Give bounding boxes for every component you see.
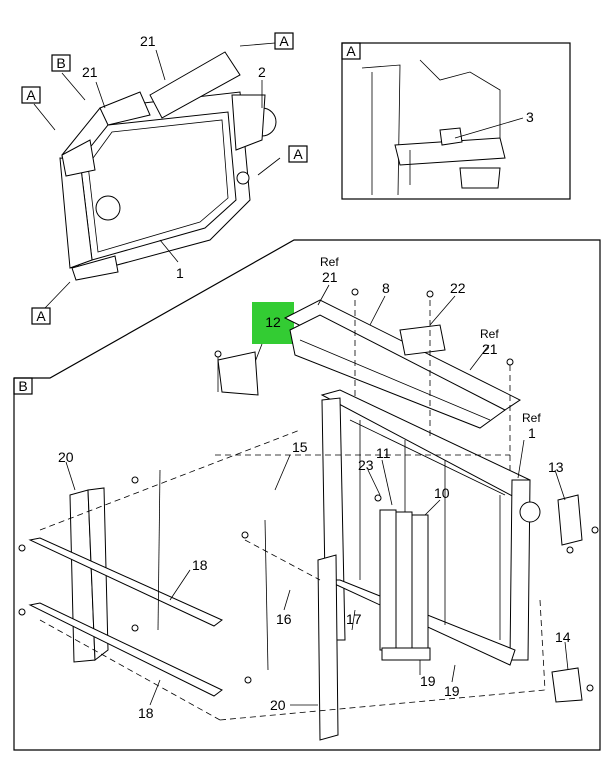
callout-ref21-b-num: 21 <box>482 341 498 357</box>
callout-19-b: 19 <box>444 683 460 699</box>
leader-lines-detail <box>65 284 569 706</box>
callout-18-upper: 18 <box>192 557 208 573</box>
callout-1-overview: 1 <box>176 265 184 281</box>
cooler-stack <box>379 509 431 661</box>
callout-8: 8 <box>382 280 390 296</box>
view-tag-a-4: A <box>36 308 46 324</box>
callout-11: 11 <box>376 445 391 461</box>
view-tag-inset-a: A <box>346 43 356 59</box>
callout-18-lower: 18 <box>138 705 154 721</box>
callouts-detail: Ref 21 8 22 Ref 21 Ref 1 20 15 23 11 10 … <box>58 255 571 721</box>
view-tag-a-3: A <box>293 146 303 162</box>
left-side-parts <box>28 469 269 697</box>
view-tag-b-1: B <box>56 55 65 71</box>
callout-19-a: 19 <box>420 673 436 689</box>
callouts-overview: 21 21 2 1 <box>82 33 266 281</box>
callout-21-top: 21 <box>140 33 156 49</box>
callout-12: 12 <box>265 314 281 330</box>
callout-14: 14 <box>555 629 571 645</box>
callout-17: 17 <box>346 611 362 627</box>
detail-b-frame: B <box>13 239 601 751</box>
callout-3: 3 <box>526 109 534 125</box>
side-panel-20-bottom <box>317 554 339 741</box>
shroud-upper <box>283 299 521 429</box>
bracket-12 <box>217 351 259 396</box>
leader-lines-overview <box>33 42 281 309</box>
callout-22: 22 <box>450 280 466 296</box>
callout-ref1-ref: Ref <box>522 411 541 425</box>
view-tag-a-2: A <box>26 87 36 103</box>
highlight-box <box>252 302 294 344</box>
callout-21-left: 21 <box>82 64 98 80</box>
callout-ref21-b-ref: Ref <box>480 327 499 341</box>
callout-20-left: 20 <box>58 449 74 465</box>
callout-16: 16 <box>276 611 292 627</box>
callout-10: 10 <box>434 485 450 501</box>
callout-20-bottom: 20 <box>270 697 286 713</box>
callout-2: 2 <box>258 64 266 80</box>
radiator-assembly-overview <box>59 51 277 281</box>
inset-a-detail: A 3 <box>341 42 571 200</box>
callout-ref21-a-ref: Ref <box>320 255 339 269</box>
view-tags-overview: A B A A A <box>21 32 308 325</box>
fasteners <box>18 288 599 692</box>
phantom-lines <box>39 300 546 721</box>
callout-ref21-a-num: 21 <box>322 269 338 285</box>
callout-15: 15 <box>292 439 308 455</box>
view-tag-a-1: A <box>279 33 289 49</box>
bracket-14 <box>551 667 583 703</box>
highlight-callout-12: 12 <box>249 302 294 376</box>
bracket-13 <box>557 494 583 546</box>
callout-23: 23 <box>358 457 374 473</box>
callout-13: 13 <box>548 459 564 475</box>
callout-ref1-num: 1 <box>528 425 536 441</box>
view-tag-inset-b: B <box>18 378 27 394</box>
